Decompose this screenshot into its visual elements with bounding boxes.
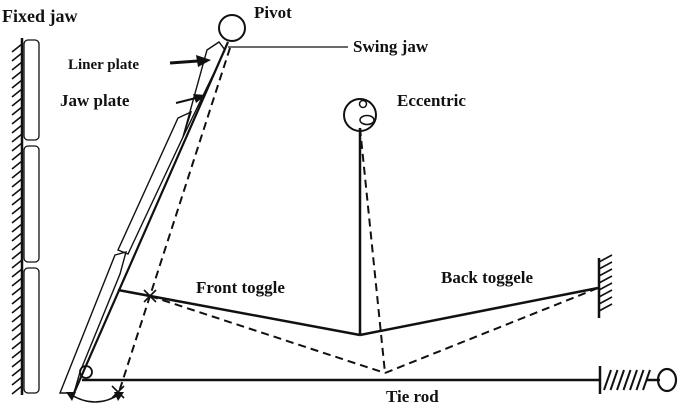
hatch-mark <box>11 358 23 368</box>
jaw-plate-arrow <box>175 94 206 104</box>
eccentric <box>343 98 377 132</box>
hatch-mark <box>11 304 23 314</box>
back-toggle-displaced <box>384 287 599 374</box>
hatch-mark <box>642 369 651 391</box>
fixed-jaw-liner <box>23 39 40 394</box>
hatch-mark <box>11 250 23 260</box>
hatch-mark <box>11 241 23 251</box>
hatch-mark <box>11 268 23 278</box>
hatch-mark <box>11 277 23 287</box>
toggle-pin-mark <box>143 289 157 303</box>
front-toggle-line <box>117 288 361 337</box>
pivot-circle <box>218 14 246 42</box>
hatch-mark <box>11 124 23 134</box>
hatch-mark <box>11 43 23 53</box>
hatch-mark <box>635 369 645 391</box>
hatch-mark <box>11 295 23 305</box>
hatch-mark <box>11 376 23 386</box>
hatch-mark <box>11 223 23 233</box>
tie-rod <box>79 365 678 394</box>
hatch-mark <box>598 296 613 305</box>
hatch-mark <box>11 79 23 89</box>
hatch-mark <box>598 303 613 312</box>
front-toggle-label: Front toggle <box>196 278 285 297</box>
hatch-mark <box>11 340 23 350</box>
liner-plate-arrow <box>169 55 211 67</box>
jaw-plate-label: Jaw plate <box>60 91 130 110</box>
hatch-mark <box>598 268 613 277</box>
swing-arc <box>66 385 125 403</box>
back-toggle-line <box>359 286 599 337</box>
hatch-mark <box>11 367 23 377</box>
back-toggle-support <box>597 254 613 318</box>
hatch-mark <box>11 313 23 323</box>
hatch-mark <box>11 205 23 215</box>
hatch-mark <box>11 142 23 152</box>
hatch-mark <box>598 282 613 291</box>
swing-jaw-label: Swing jaw <box>353 37 429 56</box>
hatch-mark <box>11 196 23 206</box>
hatch-mark <box>11 322 23 332</box>
hatch-mark <box>11 61 23 71</box>
eccentric-label: Eccentric <box>397 91 466 110</box>
swing-jaw-displaced <box>117 47 231 396</box>
hatch-mark <box>616 369 625 391</box>
front-toggle-displaced <box>149 295 386 374</box>
hatch-mark <box>598 289 613 298</box>
fixed-jaw-wall <box>11 38 24 395</box>
hatch-mark <box>11 385 23 395</box>
fixed-jaw-label: Fixed jaw <box>2 6 78 26</box>
hatch-mark <box>609 369 619 391</box>
back-toggle-label: Back toggele <box>441 268 534 287</box>
hatch-mark <box>11 286 23 296</box>
hatch-mark <box>11 169 23 179</box>
hatch-mark <box>11 187 23 197</box>
hatch-mark <box>11 214 23 224</box>
hatch-mark <box>11 151 23 161</box>
liner-plate-label: Liner plate <box>68 57 139 73</box>
hatch-mark <box>11 97 23 107</box>
hatch-mark <box>11 133 23 143</box>
hatch-mark <box>11 331 23 341</box>
hatch-mark <box>11 259 23 269</box>
hatch-mark <box>11 106 23 116</box>
hatch-mark <box>598 275 613 284</box>
hatch-mark <box>11 232 23 242</box>
hatch-mark <box>11 178 23 188</box>
hatch-mark <box>11 349 23 359</box>
hatch-mark <box>11 70 23 80</box>
hatch-mark <box>11 115 23 125</box>
hatch-mark <box>11 52 23 62</box>
hatch-mark <box>598 261 613 270</box>
hatch-mark <box>629 369 638 391</box>
hatch-mark <box>11 88 23 98</box>
tie-rod-label: Tie rod <box>386 387 439 406</box>
hatch-mark <box>11 160 23 170</box>
hatch-mark <box>598 254 613 263</box>
hatch-mark <box>622 369 632 391</box>
pitman-rod-displaced <box>359 127 386 374</box>
hatch-mark <box>603 369 612 391</box>
pivot-label: Pivot <box>254 3 292 22</box>
